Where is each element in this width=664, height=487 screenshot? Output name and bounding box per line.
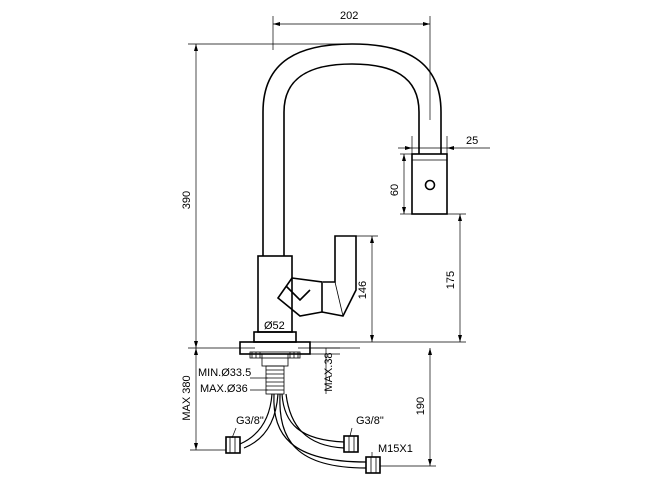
dim-sprayer-diameter: 25 (466, 135, 478, 147)
spout-inner (283, 63, 420, 256)
label-connection-right: G3/8" (356, 415, 384, 427)
dim-max-deck: MAX.38 (323, 352, 335, 391)
dim-height: 390 (181, 191, 193, 209)
dim-hole-max: MAX.Ø36 (200, 383, 248, 395)
dim-sprayer-length: 60 (389, 184, 401, 196)
dim-base-diameter: Ø52 (264, 320, 285, 332)
supply-hoses (225, 393, 381, 474)
bottom-fitting (365, 456, 381, 474)
dim-max-hose: MAX 380 (181, 375, 193, 420)
faucet-outline (188, 43, 448, 395)
right-fitting (343, 435, 359, 453)
dim-lever-height: 146 (357, 281, 369, 299)
sprayer-head (411, 153, 448, 215)
dimension-labels: 202 390 25 60 175 146 Ø52 MIN.Ø33.5 MAX.… (181, 10, 478, 455)
left-fitting (225, 436, 241, 454)
dim-width: 202 (340, 10, 358, 22)
label-connection-left: G3/8" (236, 415, 264, 427)
lever-top (321, 235, 357, 317)
lever-handle (276, 277, 323, 317)
sprayer-button (424, 179, 436, 191)
dimension-lines (188, 16, 490, 467)
spout-outer (262, 43, 442, 256)
dim-hole-min: MIN.Ø33.5 (198, 367, 251, 379)
dim-spout-height: 175 (445, 271, 457, 289)
label-connection-bottom: M15X1 (378, 443, 413, 455)
threaded-shank (249, 351, 301, 395)
base-flange (253, 331, 297, 343)
dim-hose-drop: 190 (415, 397, 427, 415)
